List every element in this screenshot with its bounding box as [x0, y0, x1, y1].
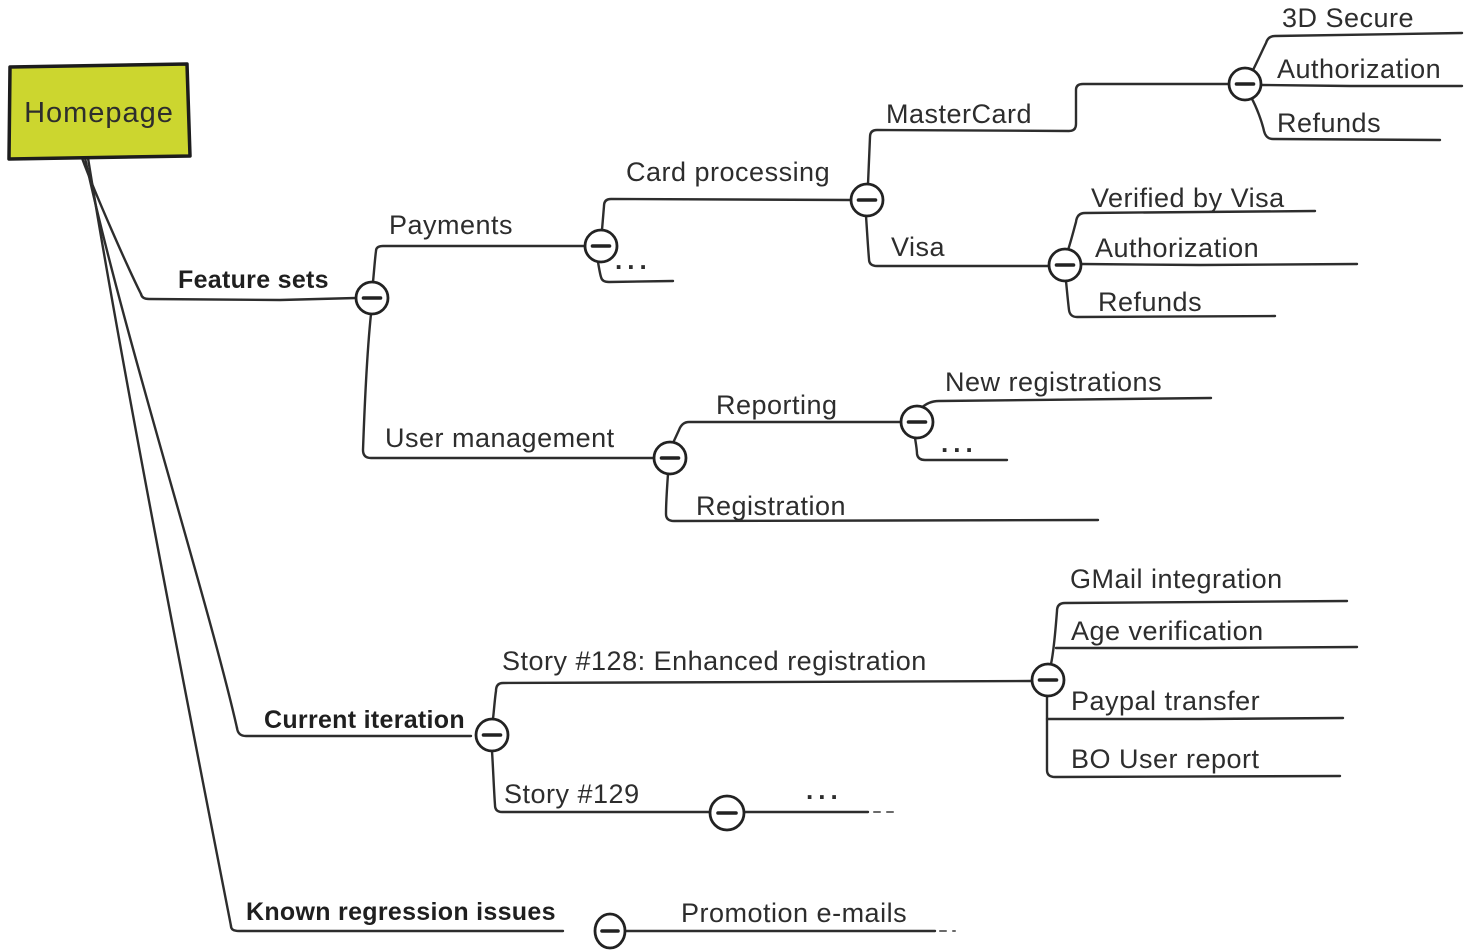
node-label-promotion-emails: Promotion e-mails [681, 898, 907, 928]
collapse-toggle-payments[interactable] [583, 228, 619, 264]
node-labels: Feature sets Payments ... Card processin… [178, 3, 1441, 928]
node-label-registration: Registration [696, 491, 846, 521]
edge-user-management-reporting [671, 420, 903, 445]
edge-visa-verified [1066, 209, 1317, 252]
collapse-toggle-user-management[interactable] [652, 440, 688, 476]
edge-card-processing-mastercard [866, 82, 1231, 186]
edge-feature-sets-user-management [361, 312, 656, 460]
edge-story-128-gmail [1049, 599, 1349, 666]
node-label-story-129-collapsed: ... [806, 775, 843, 805]
collapse-toggle-feature-sets[interactable] [354, 280, 390, 316]
node-label-payments-collapsed: ... [615, 245, 652, 275]
node-label-age-verification: Age verification [1071, 616, 1264, 646]
node-label-known-regression-issues: Known regression issues [246, 898, 556, 926]
edge-known-regression-underline [229, 924, 565, 933]
edge-mastercard-authorization [1259, 83, 1464, 88]
node-label-current-iteration: Current iteration [264, 706, 465, 734]
edge-story-128-age-verification [1054, 645, 1359, 650]
node-label-visa-verified: Verified by Visa [1091, 183, 1285, 213]
node-label-gmail-integration: GMail integration [1070, 564, 1283, 594]
collapse-toggle-current-iteration[interactable] [474, 717, 510, 753]
node-label-payments: Payments [389, 210, 513, 240]
edge-user-management-registration [664, 472, 1100, 523]
edge-mastercard-refunds [1249, 95, 1442, 142]
edge-card-processing-visa [864, 214, 1051, 268]
root-node-homepage: Homepage [7, 62, 192, 161]
edge-current-iteration-underline [235, 726, 473, 738]
edge-current-iteration-story-129 [490, 749, 712, 814]
node-label-card-processing: Card processing [626, 157, 830, 187]
edge-story-128-bo-user-report [1045, 694, 1342, 779]
node-label-mastercard-refunds: Refunds [1277, 108, 1381, 138]
collapse-toggle-mastercard[interactable] [1227, 66, 1263, 102]
edge-reporting-collapsed [913, 436, 1009, 462]
node-label-feature-sets: Feature sets [178, 266, 329, 294]
collapse-toggle-visa[interactable] [1047, 247, 1083, 283]
edge-visa-refunds [1064, 279, 1277, 319]
node-label-paypal-transfer: Paypal transfer [1071, 686, 1260, 716]
node-label-user-management: User management [385, 423, 615, 453]
homepage-box [7, 62, 192, 161]
edge-visa-authorization [1079, 262, 1359, 267]
collapse-toggle-story-128[interactable] [1030, 662, 1066, 698]
edge-homepage-current-iteration [83, 156, 239, 730]
collapse-toggles [354, 66, 1263, 950]
edge-mastercard-3d-secure [1251, 31, 1464, 72]
node-label-visa: Visa [891, 232, 946, 262]
node-label-mastercard-3d-secure: 3D Secure [1282, 3, 1414, 33]
edges [80, 31, 1464, 933]
collapse-toggle-reporting[interactable] [899, 404, 935, 440]
node-label-bo-user-report: BO User report [1071, 744, 1260, 774]
node-label-visa-refunds: Refunds [1098, 287, 1202, 317]
edge-feature-sets-underline [139, 292, 358, 302]
node-label-reporting-collapsed: ... [941, 428, 978, 458]
node-label-mastercard: MasterCard [886, 99, 1032, 129]
node-label-story-129: Story #129 [504, 779, 640, 809]
collapse-toggle-story-129[interactable] [708, 794, 746, 832]
node-label-homepage: Homepage [24, 97, 174, 129]
edge-reporting-new-registrations [919, 396, 1213, 410]
collapse-toggle-card-processing[interactable] [849, 182, 885, 218]
node-label-story-128: Story #128: Enhanced registration [502, 646, 927, 676]
collapse-toggle-known-regression[interactable] [593, 912, 627, 950]
node-label-mastercard-authorization: Authorization [1277, 54, 1441, 84]
edge-feature-sets-payments [371, 244, 587, 284]
edge-payments-card-processing [600, 197, 853, 232]
node-label-reporting: Reporting [716, 390, 838, 420]
edge-current-iteration-story-128 [491, 679, 1033, 721]
node-label-new-registrations: New registrations [945, 367, 1162, 397]
edge-story-128-paypal [1045, 716, 1345, 721]
edge-homepage-known-regression [86, 156, 233, 928]
edge-payments-collapsed [596, 260, 675, 284]
node-label-visa-authorization: Authorization [1095, 233, 1259, 263]
